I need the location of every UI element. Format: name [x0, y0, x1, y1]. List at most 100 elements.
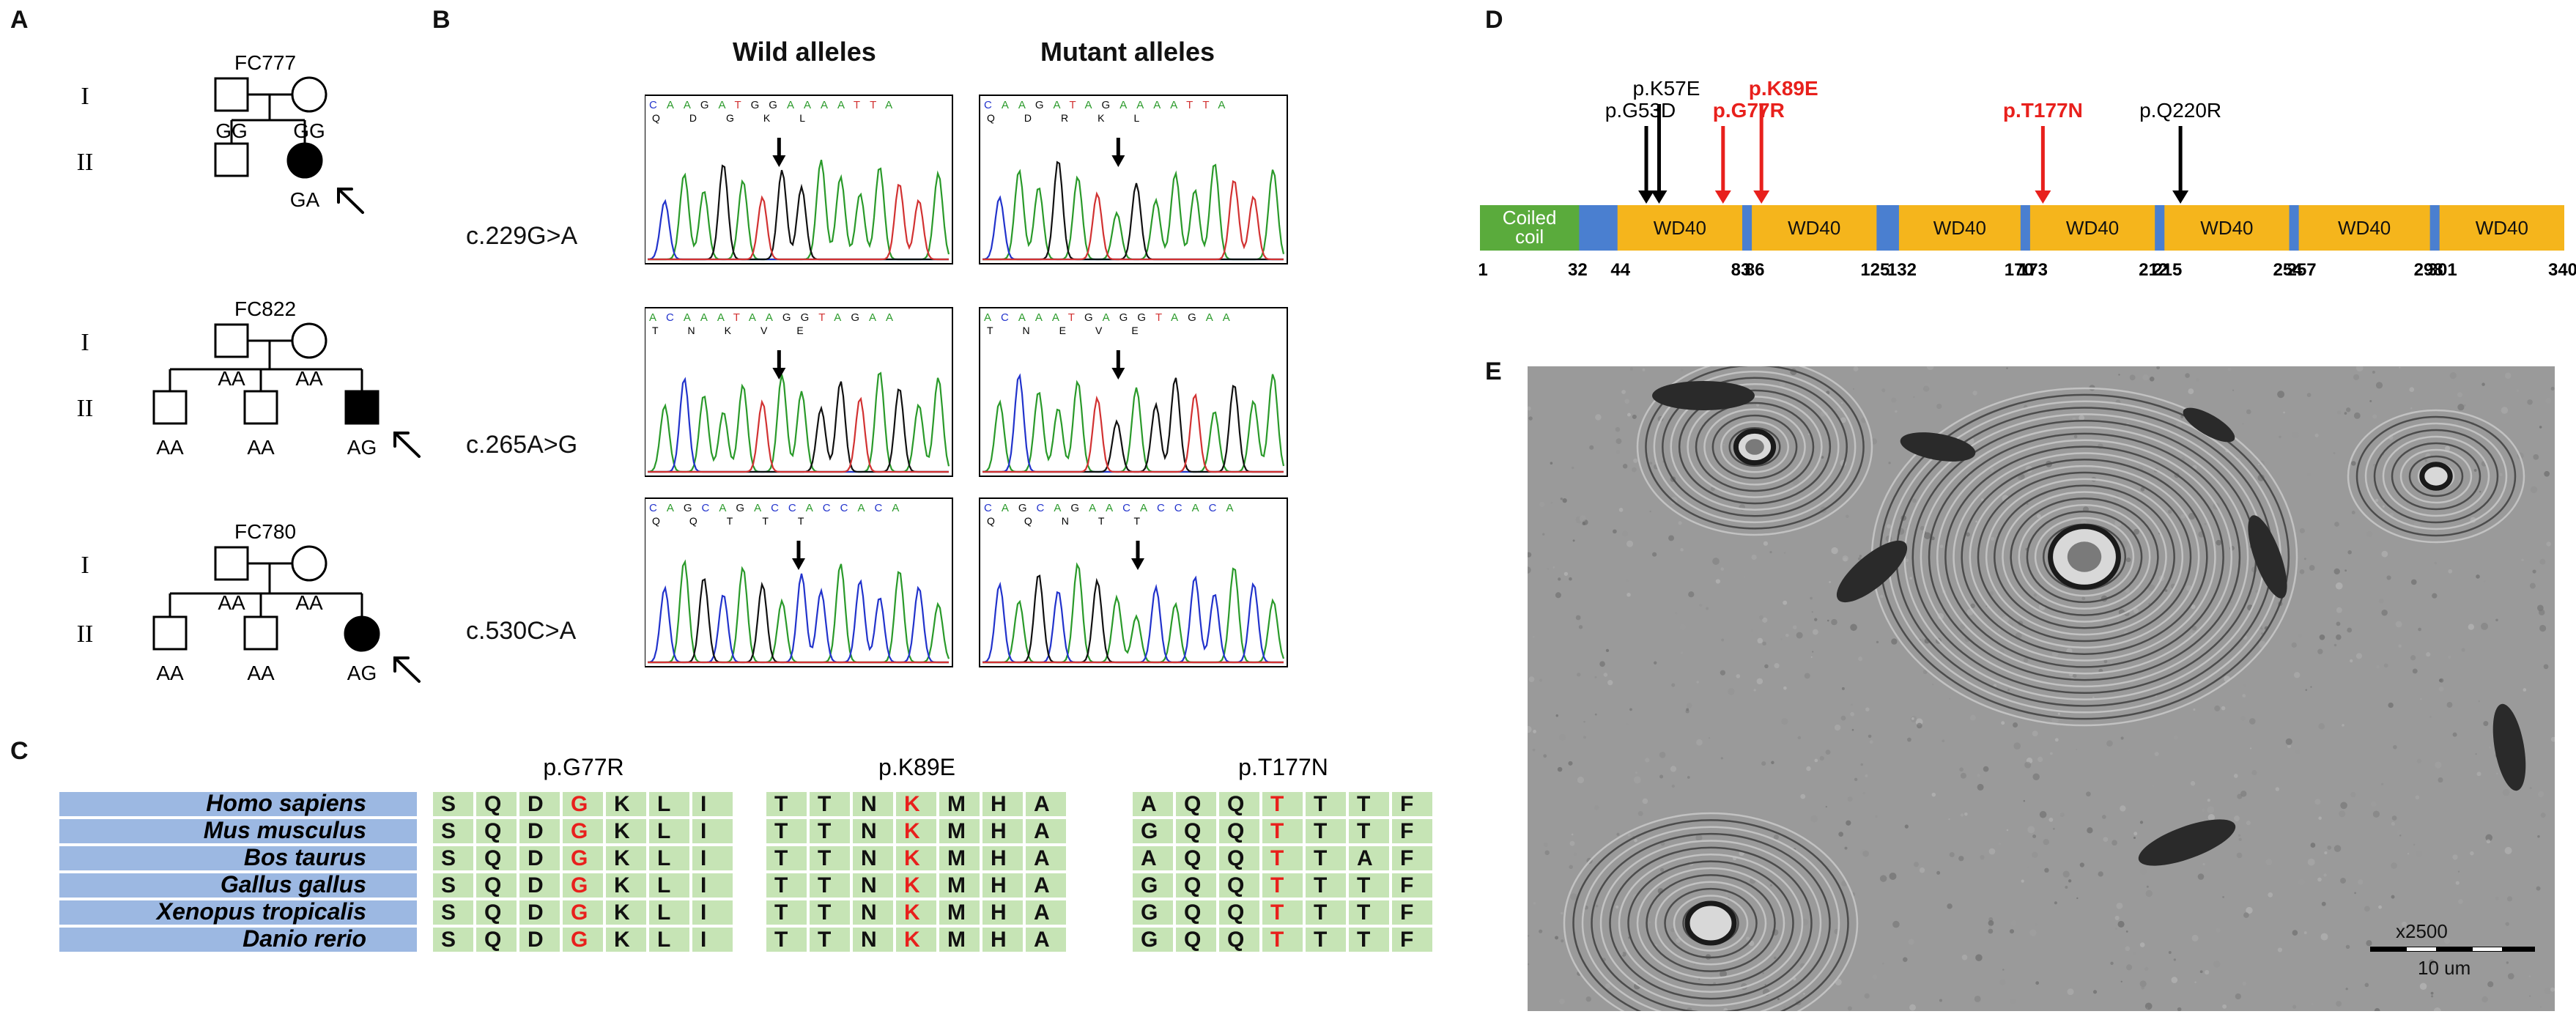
tissue-texture [1847, 1006, 1852, 1011]
genotype: AA [218, 367, 245, 390]
alignment-cell [1347, 899, 1391, 926]
panel-label-a: A [10, 6, 29, 34]
genotype: AA [218, 591, 245, 614]
tissue-texture [2376, 665, 2380, 669]
tissue-texture [2391, 815, 2397, 821]
tissue-texture [1569, 865, 1573, 870]
tissue-texture [1959, 767, 1964, 772]
tissue-texture [1859, 555, 1862, 558]
tissue-texture [2311, 1002, 2314, 1005]
tissue-texture [2410, 579, 2417, 585]
tissue-texture [1904, 824, 1909, 829]
alignment-cell [475, 872, 518, 899]
alignment-cell [1174, 926, 1218, 953]
myelin-layer [1653, 370, 1857, 524]
alignment-cell [1261, 872, 1304, 899]
tissue-texture [1632, 467, 1637, 473]
residue: L [657, 928, 670, 952]
tissue-texture [2449, 371, 2457, 380]
residue: Q [1227, 928, 1244, 952]
tissue-texture [1860, 763, 1864, 766]
tissue-texture [2340, 802, 2347, 810]
tissue-texture [1932, 684, 1934, 686]
alignment-cell [851, 872, 895, 899]
tissue-texture [2410, 655, 2416, 661]
tissue-texture [2292, 930, 2298, 936]
tissue-texture [2092, 990, 2098, 994]
tissue-texture [1814, 758, 1818, 763]
tissue-texture [2207, 813, 2216, 821]
tissue-texture [1615, 905, 1619, 909]
tissue-texture [2473, 468, 2477, 472]
tissue-texture [2001, 721, 2005, 725]
alignment-cell [604, 818, 648, 845]
tissue-texture [1850, 711, 1854, 717]
tissue-texture [2350, 659, 2353, 663]
species-label: Xenopus tropicalis [155, 898, 366, 925]
tissue-texture [2116, 902, 2123, 909]
tissue-texture [1671, 784, 1675, 788]
alignment-cell [475, 791, 518, 818]
tissue-texture [1966, 532, 1970, 537]
alignment-cell [518, 926, 561, 953]
tissue-texture [2415, 795, 2420, 800]
variant-arrowhead [2035, 190, 2051, 204]
generation-label: I [81, 329, 89, 356]
residue: Q [1184, 792, 1201, 816]
tissue-texture [2485, 834, 2493, 842]
tissue-texture [1865, 707, 1870, 711]
alignment-cell [648, 872, 691, 899]
tissue-texture [2133, 444, 2136, 446]
tissue-texture [2446, 702, 2453, 708]
residue: Q [484, 873, 501, 898]
tissue-texture [2487, 981, 2494, 988]
tissue-texture [1983, 766, 1989, 772]
tissue-texture [2068, 879, 2072, 883]
tissue-texture [2306, 472, 2312, 477]
tissue-texture [1645, 758, 1650, 763]
tissue-texture [1931, 536, 1935, 541]
alignment-cell [1261, 926, 1304, 953]
residue: I [700, 819, 706, 843]
myelin-layer [1703, 408, 1806, 486]
tissue-texture [1806, 766, 1811, 771]
myelin-layer [2018, 503, 2151, 610]
tissue-texture [2138, 961, 2141, 963]
myelin-layer [1711, 414, 1798, 480]
alignment-cell [1024, 845, 1067, 872]
genotype: GG [293, 119, 325, 142]
alignment-cell [808, 818, 851, 845]
scale-bar [2370, 947, 2535, 952]
tissue-texture [2087, 827, 2093, 834]
tissue-texture [2086, 791, 2091, 797]
tissue-texture [2243, 684, 2247, 687]
residue: T [818, 873, 831, 898]
tissue-texture [2340, 878, 2346, 884]
tissue-texture [2429, 716, 2432, 718]
tissue-texture [2144, 1002, 2153, 1010]
residue: Q [484, 792, 501, 816]
residue: A [1141, 846, 1157, 870]
tissue-texture [1988, 848, 1996, 855]
tissue-texture [2144, 966, 2149, 972]
tissue-texture [2010, 919, 2017, 927]
tissue-texture [2344, 569, 2347, 572]
myelin-layer [1636, 366, 1873, 536]
tissue-texture [1854, 777, 1858, 782]
scale-bar-segment [2473, 947, 2502, 951]
domain-label: WD40 [1788, 217, 1840, 239]
alignment-cell [561, 818, 604, 845]
tissue-texture [2043, 838, 2050, 845]
tissue-texture [1865, 774, 1868, 777]
tissue-texture [1831, 547, 1838, 555]
tissue-texture [1627, 833, 1631, 837]
alignment-cell [1304, 899, 1347, 926]
tissue-texture [2539, 426, 2542, 429]
alignment-cell [1218, 845, 1261, 872]
tissue-texture [1862, 850, 1869, 857]
tissue-texture [2386, 575, 2391, 580]
tissue-texture [2167, 509, 2172, 514]
tissue-texture [1555, 936, 1558, 940]
tissue-texture [1974, 996, 1981, 1002]
